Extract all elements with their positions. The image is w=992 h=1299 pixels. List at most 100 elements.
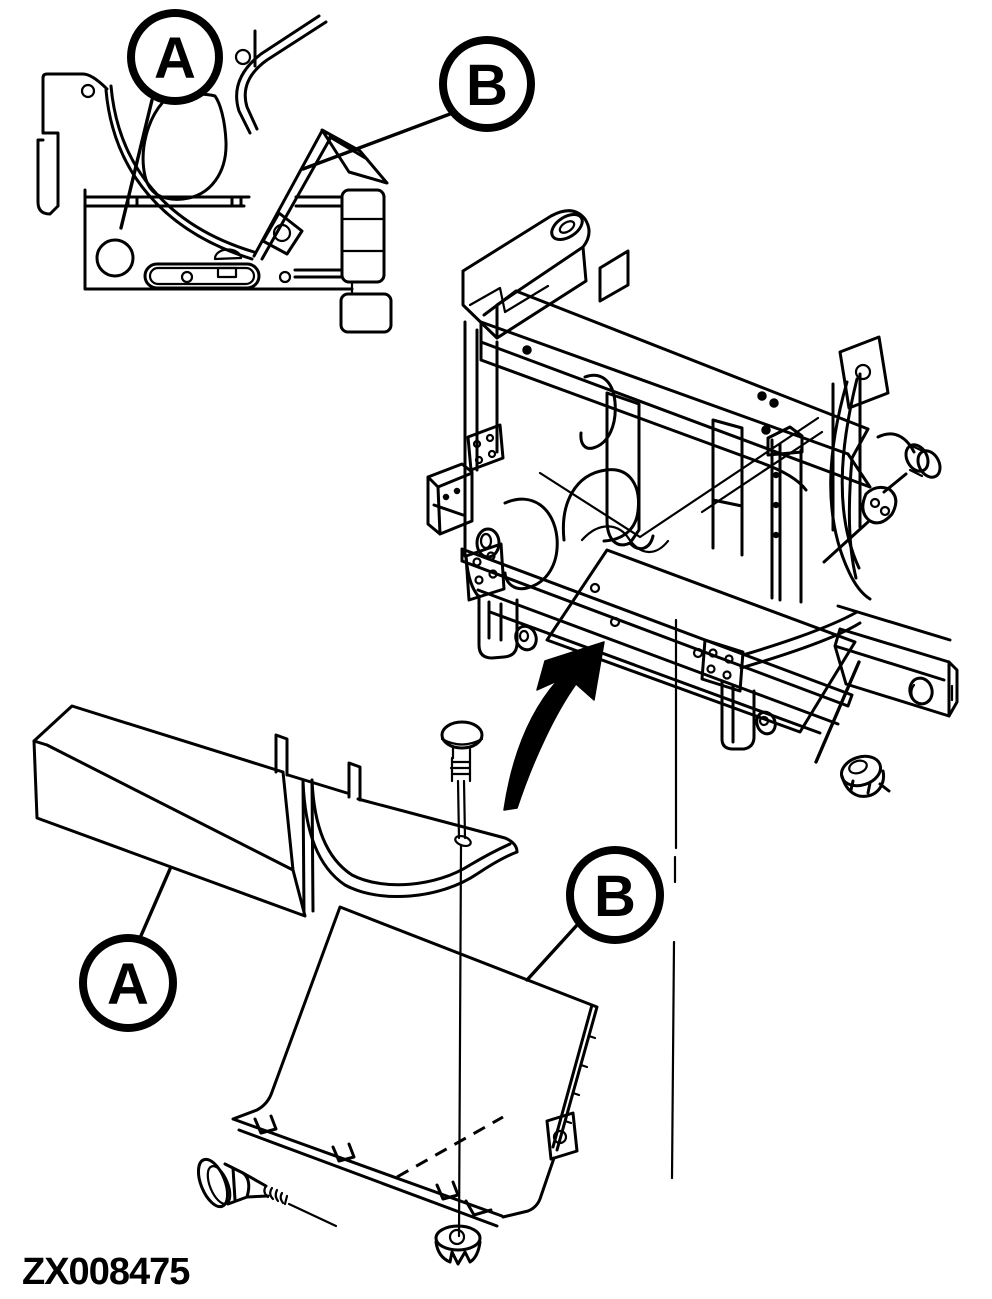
inset-small-hole-icon (278, 270, 292, 284)
inset-channel (83, 188, 354, 291)
flange-bolt-washer (196, 1157, 230, 1209)
inset-slot-inner (148, 266, 256, 286)
figure-id-label: ZX008475 (22, 1251, 190, 1293)
carriage-bolt-shaft (456, 779, 467, 840)
frame-center-bracket-holes (706, 648, 734, 680)
inset-end-block (339, 292, 393, 334)
inset-anchor-plate (261, 211, 304, 256)
frame-rear-tab (598, 249, 630, 303)
callout-leader (119, 98, 154, 230)
carriage-bolt-threads (449, 756, 472, 783)
frame-top-plate (479, 320, 872, 492)
nut-skirt (434, 1240, 482, 1266)
callout-b-label: B (594, 864, 636, 929)
cover-part-a (32, 704, 519, 918)
nut-hole-icon (448, 1228, 466, 1246)
callout-a-label: A (107, 952, 149, 1017)
inset-cover-silhouette (141, 92, 228, 201)
callout-shield-b: B (525, 846, 664, 982)
frame-link-capsule (861, 485, 898, 525)
carriage-bolt-head (440, 720, 484, 750)
callout-cover-a: A (79, 867, 177, 1032)
frame-lower-left-bracket (464, 542, 506, 602)
inset-strap (252, 129, 333, 261)
callout-leader (138, 867, 172, 940)
nut-hole-icon (848, 759, 868, 775)
cover-bolt-slot-icon (454, 834, 472, 848)
inset-anchor-hole-icon (272, 223, 292, 243)
inset-small-hole-icon (180, 270, 194, 284)
frame-center-roller-icon (755, 710, 777, 736)
shield-bend-line (396, 1115, 504, 1179)
inset-cover-edge-arc (104, 84, 256, 261)
frame-bottom-scallop (580, 525, 670, 554)
shield-outline (231, 905, 599, 1228)
frame-center-strap (739, 610, 862, 670)
frame-center-bracket (700, 638, 745, 693)
detail-inset-view (36, 14, 393, 334)
frame-assembly (426, 209, 959, 751)
callout-inset-b: B (301, 36, 535, 171)
inset-frame-tube (235, 14, 328, 135)
callout-a-circle (79, 934, 177, 1032)
callout-inset-a: A (119, 9, 223, 230)
flange-bolt-axis (287, 1202, 338, 1228)
frame-right-bracket (838, 335, 890, 410)
inset-hole-icon (234, 48, 252, 66)
flange-bolt-icon (196, 1157, 338, 1228)
nut-leader-line (814, 660, 861, 764)
shield-position-line (670, 618, 678, 1180)
callout-b-circle (566, 846, 664, 944)
cover-body (32, 704, 315, 918)
callout-b-label: B (466, 53, 508, 118)
inset-bracket-wall (36, 72, 109, 216)
nut-skirt (840, 769, 891, 798)
frame-left-post-holes (472, 433, 497, 465)
inset-end-stack (340, 188, 386, 284)
shield-clip (545, 1111, 579, 1161)
cover-flange-edge (286, 773, 519, 854)
callout-a-label: A (154, 26, 196, 91)
frame-left-roller-icon (514, 624, 538, 652)
shield-clip-hole-icon (552, 1129, 568, 1145)
frame-right-bracket-hole-icon (854, 363, 872, 381)
flange-bolt-threads (263, 1184, 289, 1206)
frame-plate-bolt-dots (522, 345, 779, 435)
callout-b-circle (439, 36, 535, 132)
frame-left-post-plate (466, 423, 505, 472)
frame-lug-ring-icon (550, 213, 584, 241)
inset-strap-end (213, 248, 243, 261)
inset-bent-tab (320, 128, 389, 185)
flange-bolt-hex (223, 1162, 251, 1206)
inset-end-stack-dividers (340, 217, 386, 296)
frame-cross-beam (833, 627, 959, 718)
shield-panel-b (231, 618, 678, 1228)
carriage-bolt-neck (451, 745, 472, 760)
shield-slot-tabs (253, 1114, 493, 1217)
flange-bolt-shaft (241, 1171, 270, 1199)
frame-inner-edges (538, 416, 824, 539)
inset-latch (216, 266, 238, 279)
callout-leader (301, 112, 452, 171)
frame-slide-rails (460, 547, 952, 735)
inset-slot (143, 262, 261, 290)
nut-flange (434, 1224, 482, 1252)
flange-nut-bottom-icon (434, 1224, 482, 1266)
frame-floor-pan (545, 548, 857, 734)
frame-bumper-block (426, 462, 474, 536)
bolt-axis-line (457, 843, 463, 1238)
cover-slot-tabs (274, 733, 362, 802)
flange-nut-right-icon (814, 660, 891, 798)
callout-leader (525, 922, 580, 982)
cover-saddle-notch (301, 778, 519, 898)
frame-side-cutout-center (561, 468, 640, 543)
install-arrow-icon (503, 641, 605, 811)
frame-center-foot (720, 679, 756, 751)
frame-side-cutout-left (503, 497, 559, 591)
frame-front-column-right (711, 418, 744, 557)
inset-hole-icon (80, 83, 96, 99)
frame-left-foot (464, 555, 519, 660)
frame-side-cutout-upper (579, 373, 617, 450)
frame-lug-ring-inner (558, 220, 576, 234)
